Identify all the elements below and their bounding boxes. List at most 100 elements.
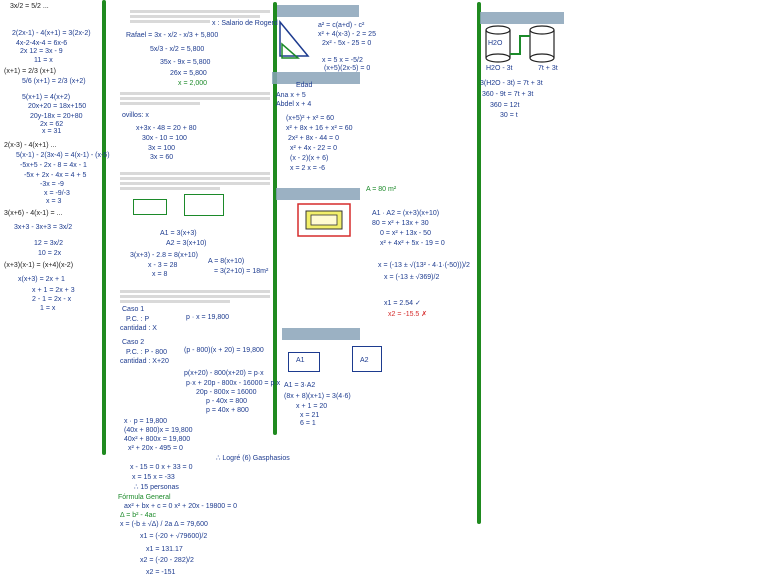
col1-handwritten-line: -5x + 2x - 4x = 4 + 5 (24, 172, 87, 179)
col3-handwritten-line: A1 = 3·A2 (284, 382, 316, 389)
printed-line (120, 182, 270, 185)
col3-handwritten-line: (x+5)(2x-5) = 0 (324, 65, 371, 72)
col3-handwritten-line: x = 2 x = -6 (290, 165, 326, 172)
printed-line (130, 15, 260, 18)
small-triangle-diagram (281, 42, 300, 59)
col2-handwritten-line: x = (-b ± √Δ) / 2a Δ = 79,600 (120, 521, 208, 528)
frame-diagram (297, 203, 351, 237)
problem-banner (282, 328, 360, 340)
col3-handwritten-line: A1 · A2 = (x+3)(x+10) (372, 210, 440, 217)
col1-handwritten-line: 5(x-1) - 2(3x-4) = 4(x-1) - (x-5) (16, 152, 110, 159)
col1-handwritten-line: 5(x+1) = 4(x+2) (22, 94, 71, 101)
col2-handwritten-line: p - 40x = 800 (206, 398, 248, 405)
col3-handwritten-line: Ana x + 5 (276, 92, 306, 99)
col4-handwritten-line: 7t + 3t (538, 65, 558, 72)
printed-line (120, 177, 270, 180)
printed-line (120, 172, 270, 175)
col2-handwritten-line: x2 = -151 (146, 569, 176, 576)
printed-line (120, 300, 230, 303)
col2-handwritten-line: x1 = (-20 + √79600)/2 (140, 533, 208, 540)
col2-handwritten-line: x : Salario de Rogerd (212, 20, 278, 27)
col2-handwritten-line: x - 3 = 28 (148, 262, 178, 269)
printed-line (120, 102, 200, 105)
col1-handwritten-line: -5x+5 - 2x - 8 = 4x - 1 (20, 162, 87, 169)
col2-handwritten-line: p · x = 19,800 (186, 314, 230, 321)
col2-handwritten-line: Caso 1 (122, 306, 145, 313)
col2-handwritten-line: 20p - 800x = 16000 (196, 389, 257, 396)
col3-handwritten-line: x² + 4x - 22 = 0 (290, 145, 338, 152)
col3-handwritten-line: x2 = -15.5 ✗ (388, 311, 428, 318)
col2-handwritten-line: 30x - 10 = 100 (142, 135, 187, 142)
col2-handwritten-line: p(x+20) - 800(x+20) = p·x (184, 370, 264, 377)
col3-handwritten-line: 6 = 1 (300, 420, 316, 427)
col3-handwritten-line: x = 21 (300, 412, 320, 419)
col2-handwritten-line: A = 8(x+10) (208, 258, 245, 265)
col3-handwritten-line: a² = c(a+d) - c² (318, 22, 365, 29)
col1-handwritten-line: 2x 12 = 3x - 9 (20, 48, 63, 55)
col2-handwritten-line: p = 40x + 800 (206, 407, 249, 414)
col3-handwritten-line: (8x + 8)(x+1) = 3(4·6) (284, 393, 351, 400)
col3-handwritten-line: A = 80 m² (366, 186, 397, 193)
col2-handwritten-line: Rafael = 3x - x/2 - x/3 + 5,800 (126, 32, 219, 39)
divider-2 (273, 2, 277, 435)
col2-handwritten-line: 3(x+3) - 2.8 = 8(x+10) (130, 252, 198, 259)
printed-line (120, 290, 270, 293)
col3-handwritten-line: (x+5)² + x² = 60 (286, 115, 335, 122)
col2-handwritten-line: Δ = b² - 4ac (120, 512, 156, 519)
col2-handwritten-line: x1 = 131.17 (146, 546, 183, 553)
triangle-diagram (279, 19, 310, 57)
col1-handwritten-line: 4x-2-4x-4 = 6x-6 (16, 40, 68, 47)
col2-handwritten-line: cantidad : X (120, 325, 157, 332)
problem-banner (276, 188, 360, 200)
col3-handwritten-line: x² + 8x + 16 + x² = 60 (286, 125, 353, 132)
col1-handwritten-line: 3x/2 = 5/2 ... (10, 3, 49, 10)
col3-handwritten-line: Edad (296, 82, 313, 89)
col2-handwritten-line: x = 2,000 (178, 80, 207, 87)
col1-handwritten-line: (x+1) = 2/3 (x+1) (4, 68, 56, 75)
col2-handwritten-line: A1 = 3(x+3) (160, 230, 197, 237)
col2-handwritten-line: ovillos: x (122, 112, 149, 119)
col3-handwritten-line: 80 = x² + 13x + 30 (372, 220, 429, 227)
col2-handwritten-line: = 3(2+10) = 18m² (214, 268, 269, 275)
col3-handwritten-line: x² + 4x² + 5x - 19 = 0 (380, 240, 445, 247)
printed-line (130, 20, 210, 23)
col2-handwritten-line: P.C. : P - 800 (126, 349, 167, 356)
col4-handwritten-line: 3(H2O - 3t) = 7t + 3t (480, 80, 543, 87)
col3-handwritten-line: 0 = x² + 13x - 50 (380, 230, 431, 237)
col1-handwritten-line: (x+3)(x-1) = (x+4)(x-2) (4, 262, 74, 269)
problem-banner (480, 12, 564, 24)
col1-handwritten-line: x + 1 = 2x + 3 (32, 287, 75, 294)
col1-handwritten-line: 2(2x-1) - 4(x+1) = 3(2x-2) (12, 30, 91, 37)
printed-line (120, 295, 270, 298)
col3-handwritten-line: A2 (360, 357, 369, 364)
col3-handwritten-line: x = 5 x = -5/2 (322, 57, 363, 64)
col1-handwritten-line: x(x+3) = 2x + 1 (18, 276, 65, 283)
col2-handwritten-line: x+3x - 48 = 20 + 80 (136, 125, 197, 132)
area-box-a1-bottom (288, 352, 320, 372)
col2-handwritten-line: x2 = (-20 - 282)/2 (140, 557, 194, 564)
col2-handwritten-line: cantidad : X+20 (120, 358, 169, 365)
col2-handwritten-line: x - 15 = 0 x + 33 = 0 (130, 464, 193, 471)
col4-handwritten-line: 30 = t (500, 112, 518, 119)
area-box-a2 (184, 194, 224, 216)
printed-line (120, 97, 270, 100)
col1-handwritten-line: 2x = 62 (40, 121, 64, 128)
col3-handwritten-line: x1 = 2.54 ✓ (384, 300, 421, 307)
col2-handwritten-line: ∴ 15 personas (134, 484, 179, 491)
col2-handwritten-line: A2 = 3(x+10) (166, 240, 207, 247)
printed-line (130, 10, 270, 13)
col3-handwritten-line: 2x² - 5x - 25 = 0 (322, 40, 372, 47)
side-note: ∴ Logré (6) Gasphasios (216, 455, 290, 462)
divider-1 (102, 0, 106, 455)
col1-handwritten-line: 1 = x (40, 305, 56, 312)
col2-handwritten-line: ax² + bx + c = 0 x² + 20x - 19800 = 0 (124, 503, 238, 510)
col3-handwritten-line: (x - 2)(x + 6) (290, 155, 329, 162)
col1-handwritten-line: x = 3 (46, 198, 62, 205)
col1-handwritten-line: -3x = -9 (40, 181, 64, 188)
col2-handwritten-line: 26x = 5,800 (170, 70, 207, 77)
col1-handwritten-line: 2(x-3) - 4(x+1) ... (4, 142, 57, 149)
area-box-a2-bottom (352, 346, 382, 372)
col2-handwritten-line: (p - 800)(x + 20) = 19,800 (184, 347, 264, 354)
col2-handwritten-line: 5x/3 - x/2 = 5,800 (150, 46, 205, 53)
col4-handwritten-line: H2O (488, 40, 503, 47)
